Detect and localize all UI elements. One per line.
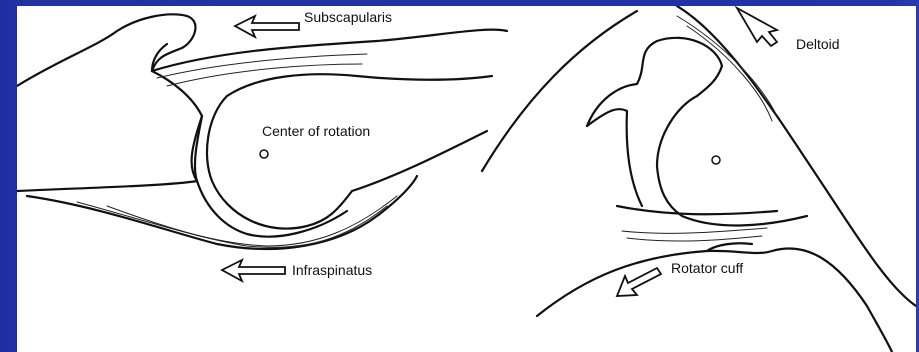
subscapularis-label: Subscapularis (304, 9, 392, 25)
illustration-panel: Subscapularis Center of rotation Infrasp… (17, 6, 916, 352)
rotator-cuff-fiber (627, 236, 762, 241)
rotator-cuff-arrow (617, 268, 661, 296)
right-figure (482, 6, 916, 352)
deltoid-inner-edge (482, 11, 637, 171)
humerus-upper-shaft (227, 74, 492, 96)
glenoid-outline (587, 109, 642, 206)
rotator-cuff-label: Rotator cuff (671, 260, 743, 276)
deltoid-label: Deltoid (796, 36, 840, 52)
humeral-head-outline (657, 96, 807, 225)
humeral-head-outline (207, 96, 352, 229)
center-point (712, 156, 720, 164)
deltoid-arrow (737, 8, 777, 46)
infraspinatus-muscle (27, 176, 417, 249)
scapula-outline (17, 14, 202, 191)
joint-line (617, 206, 777, 214)
shoulder-diagram (17, 6, 916, 352)
center-of-rotation-label: Center of rotation (262, 123, 370, 139)
rotator-cuff-fiber (622, 228, 767, 233)
left-figure (17, 14, 507, 281)
infraspinatus-label: Infraspinatus (292, 262, 372, 278)
humerus-lower-shaft (352, 131, 487, 191)
subscapularis-arrow (235, 16, 299, 37)
center-of-rotation-point (260, 150, 268, 158)
infraspinatus-arrow (222, 260, 285, 281)
